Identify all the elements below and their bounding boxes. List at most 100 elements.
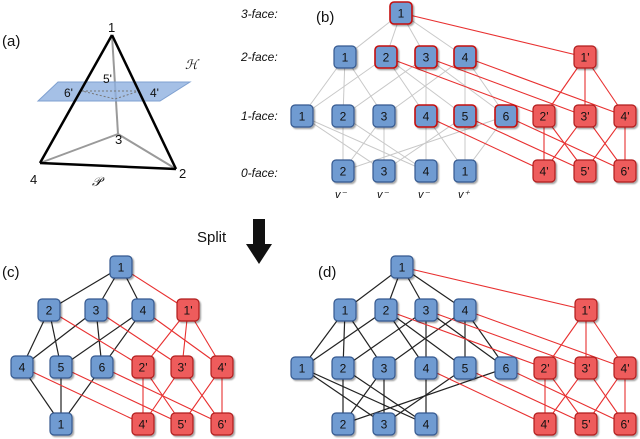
hyperplane-label: ℋ: [185, 57, 200, 72]
face-node-label: 5: [462, 110, 469, 124]
lattice-edge: [60, 309, 144, 368]
lattice-edge: [342, 367, 507, 425]
lattice-edge: [425, 56, 586, 117]
face-node-d0_6p: 6': [613, 412, 637, 436]
face-node-label: 4': [218, 361, 227, 375]
face-node-label: 3: [381, 165, 388, 179]
lattice-edge: [400, 12, 586, 58]
lattice-edge: [425, 367, 546, 425]
face-node-label: 6': [621, 418, 630, 432]
face-node-label: 2: [46, 304, 53, 318]
face-node-b2_4: 4: [453, 45, 477, 69]
face-node-label: 1: [399, 261, 406, 275]
face-node-b0_3: 3: [372, 159, 396, 183]
face-node-d2_1: 1: [333, 298, 357, 322]
cut-triangle: [81, 90, 140, 100]
face-node-c2_4: 4: [131, 298, 155, 322]
face-node-label: 4': [540, 165, 549, 179]
lattice-edge: [21, 366, 144, 425]
face-node-label: 3: [93, 304, 100, 318]
face-node-label: 1: [58, 418, 65, 432]
face-node-b1_3: 3: [372, 104, 396, 128]
face-node-label: 1: [118, 261, 125, 275]
lattice-edge: [385, 56, 545, 117]
face-node-label: 1: [342, 51, 349, 65]
panel-label-b: (b): [316, 9, 334, 26]
face-node-d1_5: 5: [453, 356, 477, 380]
face-node-label: 2: [340, 362, 347, 376]
face-node-label: 3': [582, 362, 591, 376]
lattice-edge: [505, 115, 626, 172]
face-node-label: 2': [139, 361, 148, 375]
vertex-sign-3: v⁻: [377, 189, 390, 201]
tetra-edge-4-2: [39, 161, 177, 171]
face-node-d0_2: 2: [331, 412, 355, 436]
face-node-b1_6: 6: [494, 104, 518, 128]
cut-label-6p: 6': [64, 86, 73, 100]
tetra-vertex-2: 2: [179, 166, 186, 181]
vertex-sign-1: v⁺: [458, 189, 471, 201]
face-node-label: 3: [381, 110, 388, 124]
face-node-label: 3: [381, 418, 388, 432]
face-node-c1_5: 5: [49, 355, 73, 379]
face-node-b0_4p: 4': [532, 159, 556, 183]
panel-label-a: (a): [2, 33, 20, 50]
face-node-label: 6: [99, 361, 106, 375]
lattice-edge: [301, 309, 387, 369]
face-node-c0_6p: 6': [210, 412, 234, 436]
cut-label-5p: 5': [103, 72, 112, 86]
tetra-edge-1-4: [38, 34, 114, 164]
face-node-label: 1': [581, 51, 590, 65]
face-node-label: 4': [541, 418, 550, 432]
face-node-b2_2: 2: [374, 45, 398, 69]
level-label-1-face: 1-face:: [241, 109, 278, 123]
face-node-c1_3p: 3': [170, 355, 194, 379]
face-node-label: 6: [503, 110, 510, 124]
face-node-d2_4: 4: [453, 298, 477, 322]
lattice-edge: [342, 115, 507, 172]
level-label-0-face: 0-face:: [241, 166, 278, 180]
face-node-label: 4: [462, 304, 469, 318]
face-node-c0_5p: 5': [170, 412, 194, 436]
face-node-label: 6': [621, 165, 630, 179]
face-node-b1_1: 1: [290, 104, 314, 128]
face-node-b0_4: 4: [414, 159, 438, 183]
face-node-label: 5: [462, 362, 469, 376]
face-node-c2_1p: 1': [176, 298, 200, 322]
face-node-label: 4: [423, 165, 430, 179]
tetra-edge-4-3: [39, 133, 119, 164]
face-node-c1_2p: 2': [131, 355, 155, 379]
face-node-b2_1: 1: [333, 45, 357, 69]
face-node-b2_3: 3: [414, 45, 438, 69]
level-label-3-face: 3-face:: [241, 7, 278, 21]
face-node-label: 1: [342, 304, 349, 318]
lattice-edge: [425, 309, 587, 369]
face-node-label: 6: [503, 362, 510, 376]
cut-label-4p: 4': [150, 86, 159, 100]
face-node-label: 3: [423, 51, 430, 65]
face-node-b1_2p: 2': [532, 104, 556, 128]
tetra-vertex-1: 1: [108, 20, 115, 35]
face-node-d1_2: 2: [331, 356, 355, 380]
face-node-d2_3: 3: [414, 298, 438, 322]
face-node-c2_2: 2: [37, 298, 61, 322]
face-node-d3_1: 1: [390, 255, 414, 279]
face-node-label: 2: [383, 51, 390, 65]
face-node-label: 1: [462, 165, 469, 179]
face-node-b1_4p: 4': [613, 104, 637, 128]
face-node-label: 1': [184, 304, 193, 318]
face-node-label: 4: [462, 51, 469, 65]
face-node-label: 6': [218, 418, 227, 432]
face-node-label: 4': [139, 418, 148, 432]
tetra-edge-1-2: [110, 34, 178, 170]
face-node-d1_4p: 4': [613, 356, 637, 380]
face-node-c1_4p: 4': [210, 355, 234, 379]
face-node-c0_1: 1: [49, 412, 73, 436]
face-node-label: 2': [540, 110, 549, 124]
vertex-sign-4: v⁻: [418, 189, 431, 201]
tetra-vertex-4: 4: [30, 172, 37, 187]
